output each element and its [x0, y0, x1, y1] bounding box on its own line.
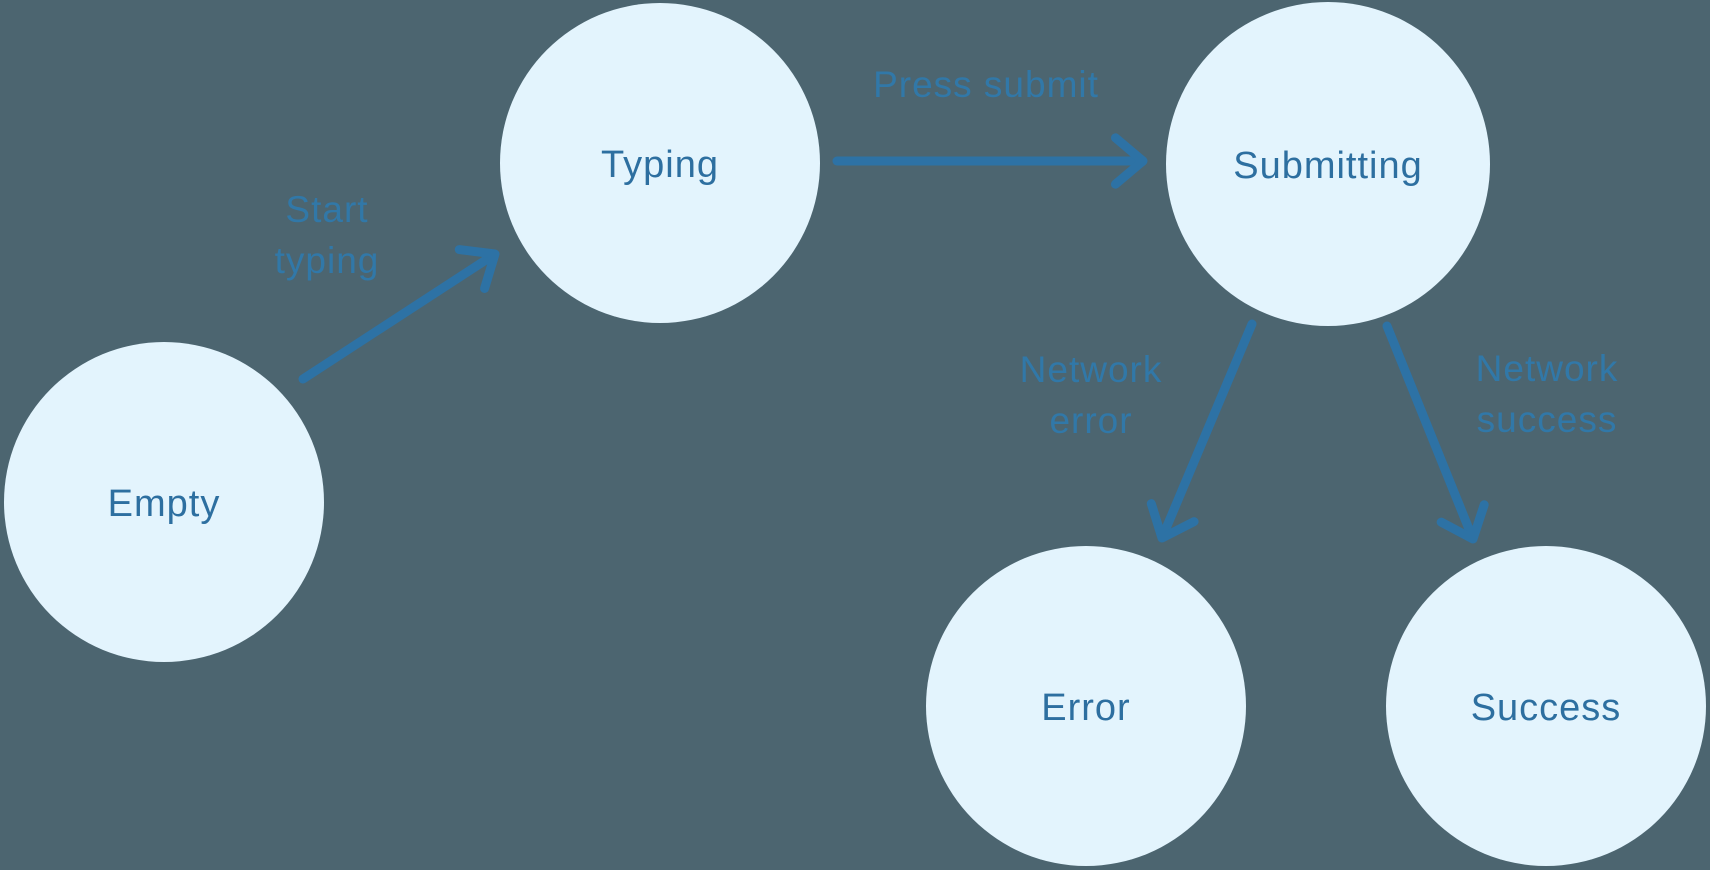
- transition-arrow-line: [1159, 319, 1257, 538]
- transition-label-press-submit: Press submit: [873, 64, 1099, 105]
- state-circle-empty: [4, 342, 324, 662]
- state-circle-success: [1386, 546, 1706, 866]
- state-node-typing: Typing: [500, 3, 820, 323]
- state-node-submitting: Submitting: [1166, 2, 1490, 326]
- state-node-success: Success: [1386, 546, 1706, 866]
- state-label-error: Error: [1041, 687, 1130, 729]
- state-label-submitting: Submitting: [1233, 145, 1423, 187]
- state-node-error: Error: [926, 546, 1246, 866]
- arrowhead-icon: [1110, 133, 1148, 189]
- state-circle-submitting: [1166, 2, 1490, 326]
- arrowhead-icon: [454, 245, 500, 293]
- transition-arrow-line: [1382, 321, 1476, 539]
- arrowhead-icon: [1146, 499, 1199, 543]
- arrowhead-icon: [1436, 500, 1489, 544]
- state-label-empty: Empty: [108, 483, 221, 525]
- transition-press-submit: Press submit: [832, 64, 1148, 189]
- state-label-typing: Typing: [601, 144, 719, 186]
- state-circle-typing: [500, 3, 820, 323]
- transition-arrow-line: [298, 252, 496, 384]
- state-node-empty: Empty: [4, 342, 324, 662]
- state-label-success: Success: [1471, 687, 1622, 729]
- state-circle-error: [926, 546, 1246, 866]
